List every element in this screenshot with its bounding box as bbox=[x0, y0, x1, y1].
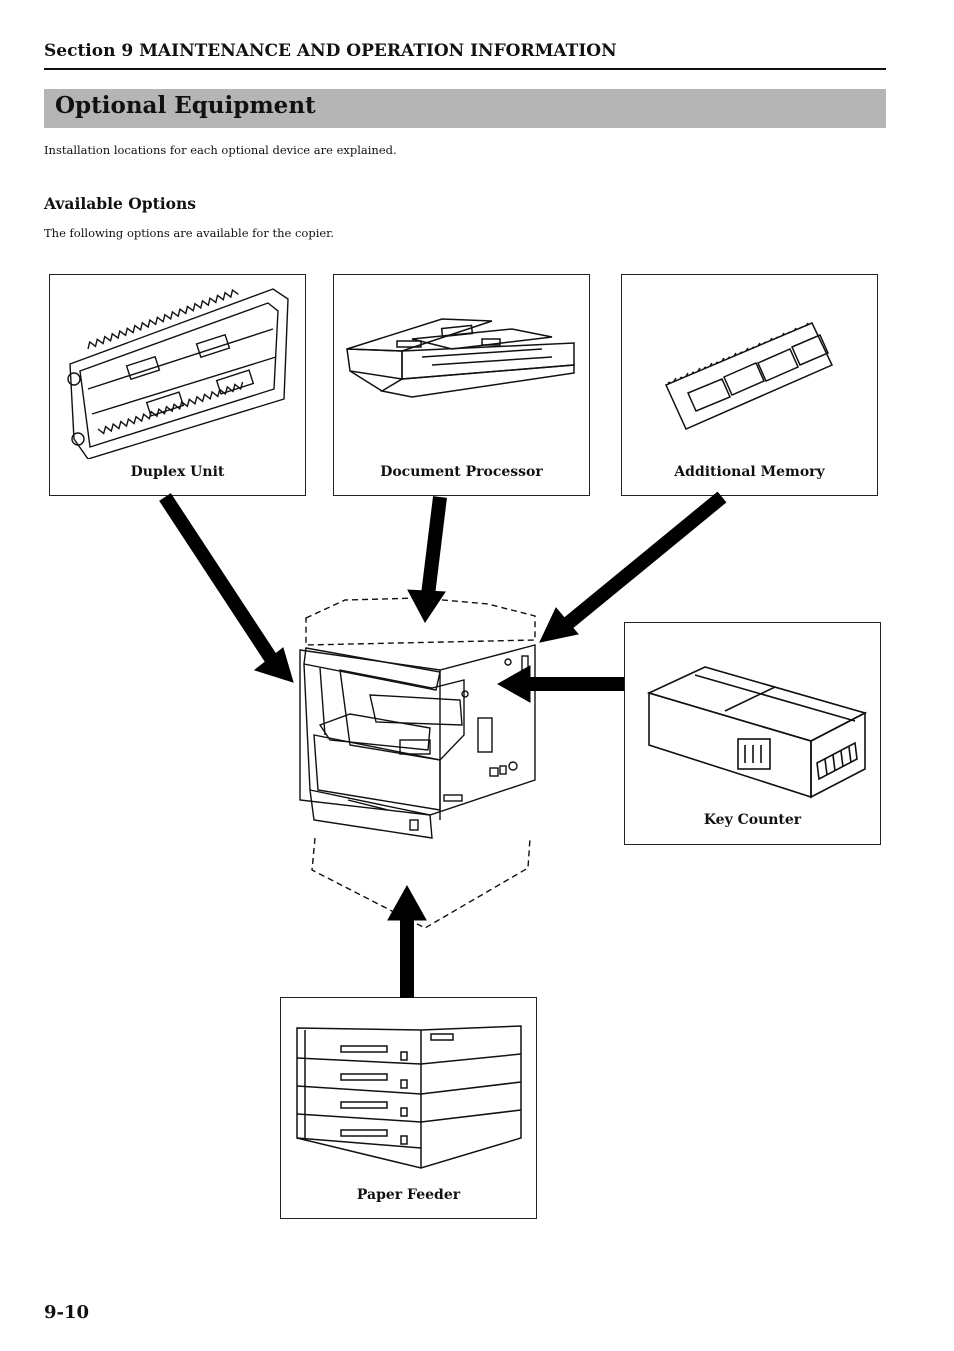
arrowhead-paper-feeder bbox=[387, 884, 427, 921]
arrowhead-document-processor bbox=[407, 589, 446, 623]
page-title: Optional Equipment bbox=[55, 92, 316, 119]
section-header: Section 9 MAINTENANCE AND OPERATION INFO… bbox=[44, 40, 886, 70]
key-counter-label: Key Counter bbox=[703, 812, 802, 828]
key-counter-illustration bbox=[646, 666, 868, 799]
arrow-additional-memory bbox=[561, 491, 727, 631]
arrow-document-processor bbox=[421, 496, 447, 596]
additional-memory-label: Additional Memory bbox=[674, 464, 825, 480]
arrows bbox=[159, 491, 727, 998]
duplex-unit-box: Duplex Unit bbox=[49, 274, 306, 496]
duplex-unit-label: Duplex Unit bbox=[130, 464, 225, 480]
intro-text: Installation locations for each optional… bbox=[44, 143, 397, 157]
arrowhead-additional-memory bbox=[539, 607, 579, 643]
arrowhead-key-counter bbox=[496, 665, 531, 703]
document-processor-label: Document Processor bbox=[380, 464, 543, 480]
page-number: 9-10 bbox=[44, 1302, 90, 1323]
additional-memory-illustration bbox=[664, 322, 834, 430]
arrow-duplex-unit bbox=[159, 493, 278, 664]
document-processor-box: Document Processor bbox=[333, 274, 590, 496]
paper-feeder-label: Paper Feeder bbox=[356, 1187, 461, 1203]
section-title: Section 9 MAINTENANCE AND OPERATION INFO… bbox=[44, 41, 617, 61]
available-options-text: The following options are available for … bbox=[44, 226, 335, 240]
key-counter-box: Key Counter bbox=[624, 622, 881, 845]
paper-feeder-box: Paper Feeder bbox=[280, 997, 537, 1219]
duplex-unit-illustration bbox=[67, 288, 289, 459]
title-bar: Optional Equipment bbox=[44, 89, 886, 128]
available-options-heading: Available Options bbox=[44, 194, 196, 213]
additional-memory-box: Additional Memory bbox=[621, 274, 878, 496]
arrowhead-duplex-unit bbox=[253, 647, 294, 683]
document-processor-illustration bbox=[346, 318, 575, 398]
copier-illustration bbox=[299, 597, 536, 929]
paper-feeder-illustration bbox=[296, 1025, 522, 1169]
